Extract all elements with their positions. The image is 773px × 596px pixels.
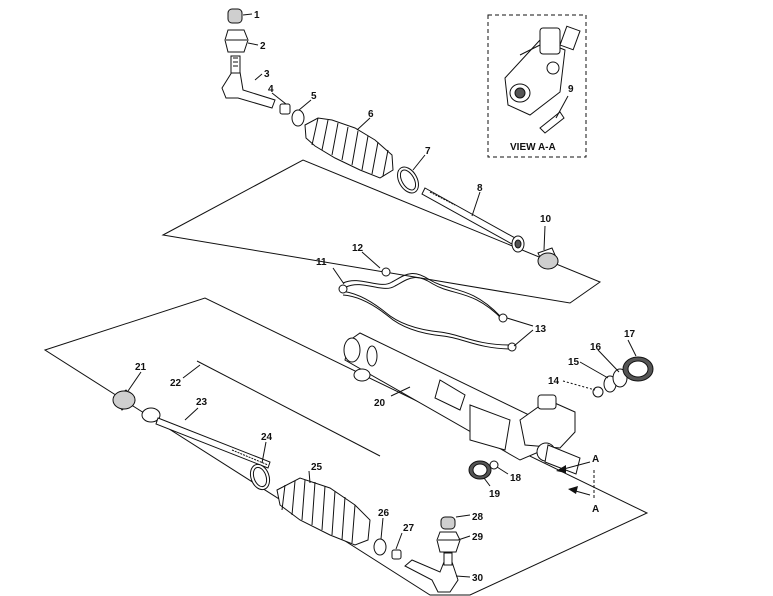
callout-17: 17 [624,329,636,340]
part-6-boot [304,117,394,179]
callout-23: 23 [196,397,208,408]
part-3-outer-tie-rod-end [221,55,276,109]
leader-lines [127,13,637,578]
part-23-inner-tie-rod [141,407,271,469]
part-21-bushing [112,389,136,411]
part-24-clamp [249,463,271,491]
part-4-jam-nut [279,103,291,115]
callout-12: 12 [352,243,364,254]
part-11-12-lines [338,267,517,352]
callout-11: 11 [316,257,327,268]
callout-2: 2 [260,41,266,52]
upper-plane-outline [161,159,602,304]
inset-title: VIEW A-A [510,142,556,153]
callout-26: 26 [378,508,390,519]
section-marker-bottom: A [592,504,599,515]
callout-29: 29 [472,532,484,543]
part-19-cap [468,460,492,480]
callout-1: 1 [254,10,260,21]
part-2-boot [224,29,249,53]
callout-5: 5 [311,91,317,102]
leader-9 [555,95,569,119]
part-14-seal [592,386,604,398]
inset-box [487,14,587,158]
section-marker-top: A [592,454,599,465]
callout-3: 3 [264,69,270,80]
part-30-outer-tie-rod-end [404,552,459,593]
callout-22: 22 [170,378,182,389]
part-10-bushing [537,247,559,270]
part-7-clamp [397,166,419,194]
callout-15: 15 [568,357,580,368]
part-28-nut [440,516,456,530]
part-26-clamp [373,538,387,556]
callout-13: 13 [535,324,547,335]
part-20-rack-housing [343,332,581,475]
callout-19: 19 [489,489,501,500]
callout-28: 28 [472,512,484,523]
part-8-inner-tie-rod [421,187,525,253]
callout-18: 18 [510,473,522,484]
section-arrows [556,461,595,500]
callout-6: 6 [368,109,374,120]
part-1-nut [227,8,243,24]
part-27-jam-nut [391,549,402,560]
part-25-boot [276,477,371,546]
callout-24: 24 [261,432,273,443]
part-22-rod [196,360,381,457]
part-18-plug [489,460,499,470]
callout-7: 7 [425,146,431,157]
callout-30: 30 [472,573,484,584]
lower-plane-outline [43,297,649,596]
callout-9: 9 [568,84,574,95]
callout-14: 14 [548,376,560,387]
callout-21: 21 [135,362,147,373]
part-5-clamp [291,109,305,127]
callout-27: 27 [403,523,415,534]
part-17-cap [622,356,654,382]
callout-25: 25 [311,462,323,473]
callout-4: 4 [268,84,274,95]
inset-valve-housing [504,25,581,134]
callout-20: 20 [374,398,386,409]
callout-10: 10 [540,214,552,225]
callout-8: 8 [477,183,483,194]
part-29-boot [436,531,461,553]
callout-16: 16 [590,342,602,353]
